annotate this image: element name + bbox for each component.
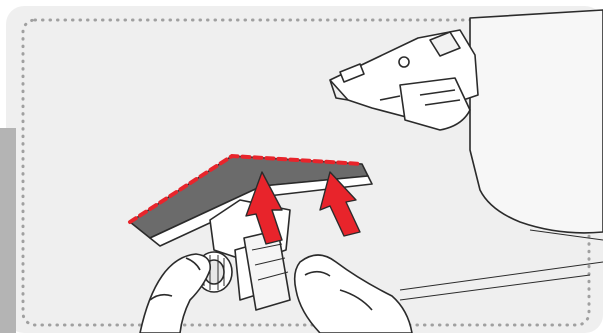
windshield-lines bbox=[399, 229, 603, 301]
left-hand-icon bbox=[139, 253, 212, 333]
adhesive-film-icon bbox=[128, 153, 364, 224]
arrow-up-icon bbox=[245, 171, 283, 245]
dotted-border bbox=[21, 18, 591, 327]
spray-bottle-icon bbox=[329, 9, 603, 234]
right-hand-icon bbox=[293, 254, 413, 333]
side-tab bbox=[0, 128, 16, 333]
arrow-up-icon-2 bbox=[319, 171, 361, 237]
